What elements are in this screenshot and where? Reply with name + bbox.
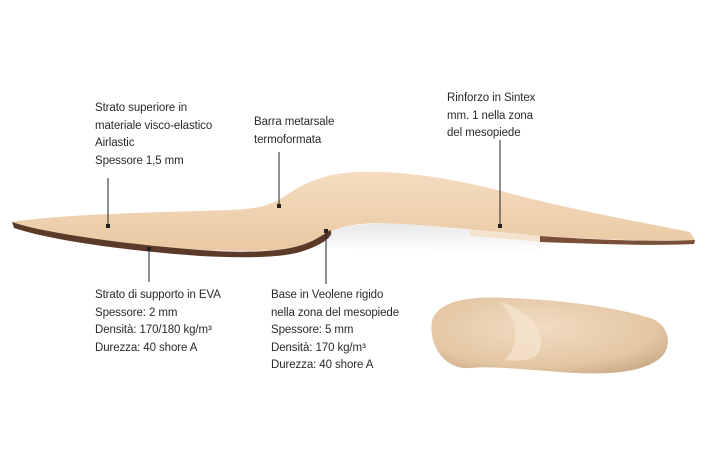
insole-top-layer — [12, 171, 695, 251]
insole-forefoot-edge — [540, 236, 695, 245]
label-veolene-line: Durezza: 40 shore A — [271, 359, 374, 372]
label-veolene-line: nella zona del mesopiede — [271, 306, 400, 319]
label-veolene-line: Densità: 170 kg/m³ — [271, 341, 366, 354]
callout-dot-top-layer — [106, 224, 110, 228]
arch-hollow — [320, 223, 540, 252]
label-veolene-line: Base in Veolene rigido — [271, 289, 384, 301]
label-top-layer-line: materiale visco-elastico — [95, 119, 213, 132]
insole-top-view-arch-highlight — [500, 302, 541, 361]
label-veolene-line: Spessore: 5 mm — [271, 324, 354, 337]
label-top-layer-line: Spessore 1,5 mm — [95, 154, 184, 167]
label-sintex-reinforcement: Rinforzo in Sintex mm. 1 nella zona del … — [447, 90, 535, 143]
label-sintex-line: Rinforzo in Sintex — [447, 92, 536, 104]
label-metatarsal-bar-line: termoformata — [254, 133, 322, 146]
label-eva-line: Durezza: 40 shore A — [95, 341, 198, 354]
callout-dot-veolene — [324, 229, 328, 233]
callout-dot-sintex — [498, 224, 502, 228]
callouts — [106, 140, 502, 284]
label-metatarsal-bar-line: Barra metarsale — [254, 116, 335, 128]
callout-dot-eva — [147, 247, 151, 251]
insole-top-view-shape — [431, 297, 668, 374]
label-top-layer: Strato superiore in materiale visco-elas… — [95, 100, 212, 170]
label-top-layer-line: Strato superiore in — [95, 102, 188, 114]
label-eva-line: Densità: 170/180 kg/m³ — [95, 324, 212, 337]
label-eva-line: Spessore: 2 mm — [95, 306, 178, 319]
label-metatarsal-bar: Barra metarsale termoformata — [254, 114, 334, 149]
label-veolene-base: Base in Veolene rigido nella zona del me… — [271, 287, 399, 375]
callout-dot-metatarsal-bar — [277, 204, 281, 208]
label-eva-support: Strato di supporto in EVA Spessore: 2 mm… — [95, 287, 221, 357]
sintex-layer — [470, 230, 540, 242]
label-sintex-line: mm. 1 nella zona — [447, 109, 533, 122]
insole-side-view — [12, 171, 695, 258]
insole-bottom-layer — [12, 222, 332, 258]
label-sintex-line: del mesopiede — [447, 127, 521, 140]
insole-top-view — [431, 297, 668, 374]
label-top-layer-line: Airlastic — [95, 137, 135, 150]
label-eva-line: Strato di supporto in EVA — [95, 289, 221, 301]
